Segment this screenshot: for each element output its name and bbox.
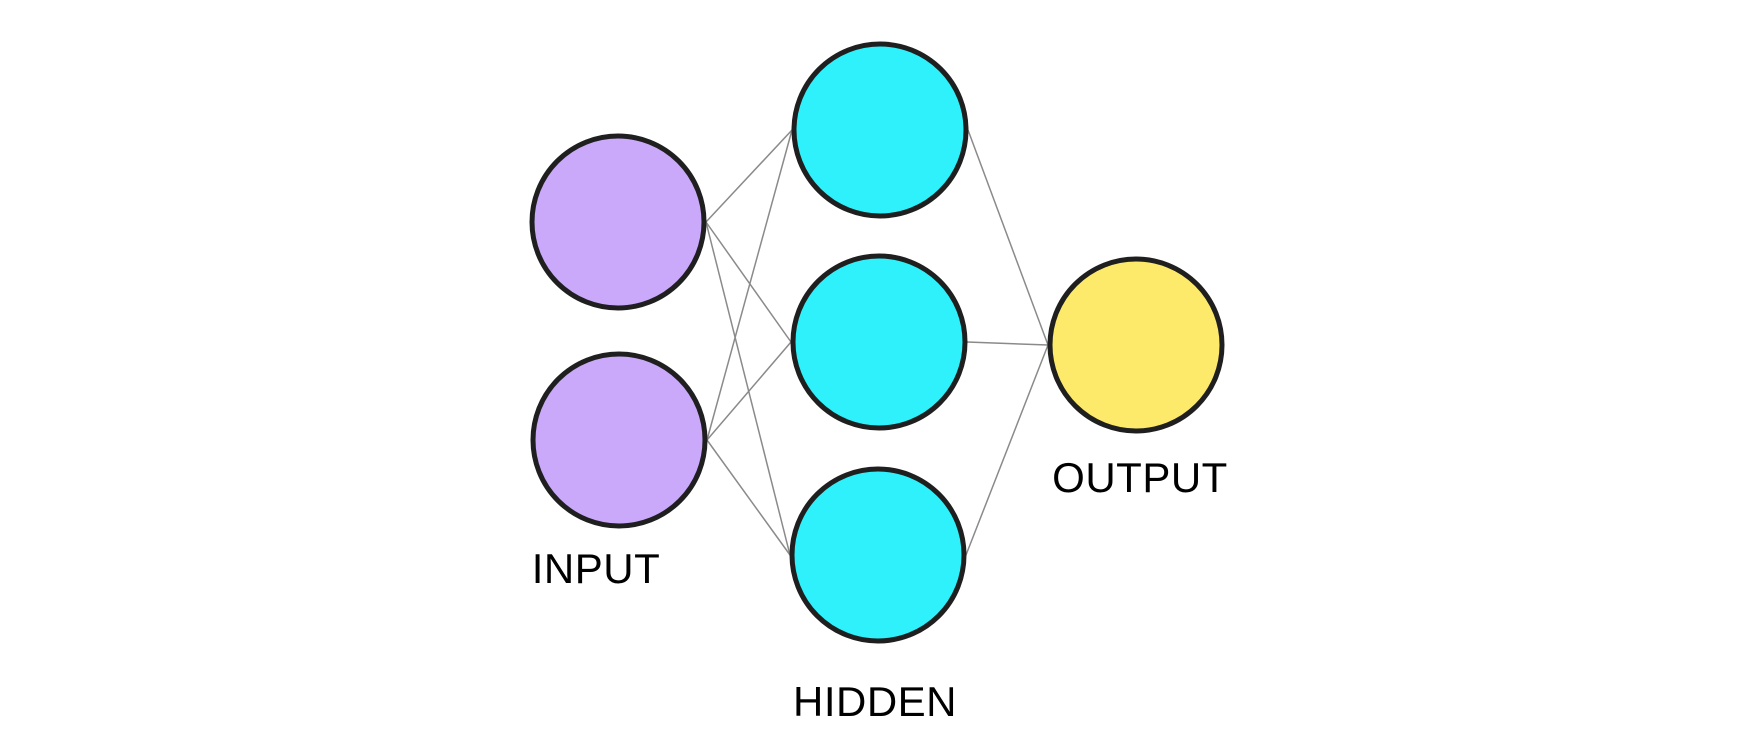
hidden-layer [789, 41, 969, 644]
input-layer [529, 133, 708, 529]
hidden-node-3 [789, 466, 967, 644]
edge-hidden2-output [966, 341, 1049, 346]
edge-group-input-hidden [705, 129, 793, 556]
edge-hidden1-output [967, 129, 1049, 346]
output-layer-label: OUTPUT [1052, 454, 1228, 501]
hidden-node-1 [791, 41, 969, 219]
layer-labels: INPUT HIDDEN OUTPUT [532, 454, 1228, 725]
input-node-2 [530, 351, 708, 529]
edge-input1-hidden1 [705, 129, 793, 223]
hidden-layer-label: HIDDEN [793, 678, 957, 725]
hidden-node-2 [790, 253, 968, 431]
edge-input1-hidden2 [705, 221, 792, 343]
edge-input1-hidden3 [705, 221, 791, 556]
edge-input2-hidden2 [706, 341, 792, 441]
edge-hidden3-output [965, 344, 1049, 556]
output-layer [1047, 256, 1225, 434]
input-layer-label: INPUT [532, 545, 661, 592]
edge-input2-hidden3 [706, 439, 791, 556]
input-node-1 [529, 133, 707, 311]
output-node-1 [1047, 256, 1225, 434]
edge-input2-hidden1 [706, 129, 793, 441]
edge-group-hidden-output [965, 129, 1049, 556]
